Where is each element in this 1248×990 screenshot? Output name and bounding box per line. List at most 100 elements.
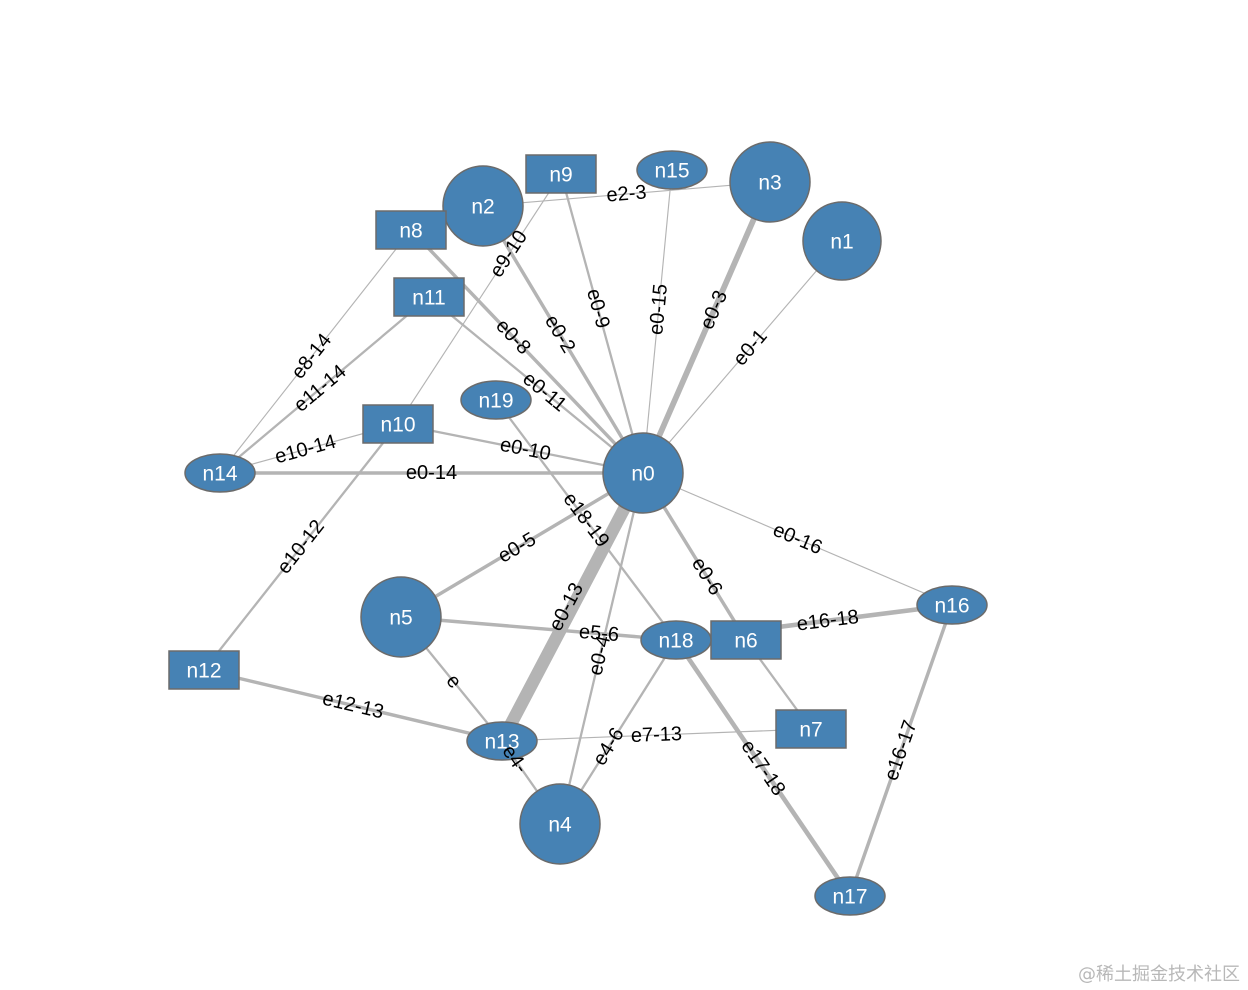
node-label: n13: [484, 731, 519, 754]
node-label: n17: [832, 886, 867, 909]
edge-n0-n13: [496, 470, 649, 744]
node-n0[interactable]: n0: [602, 432, 684, 514]
edge-n17-n18: [674, 638, 852, 898]
node-label: n12: [186, 660, 221, 683]
edge-label: e7-13: [631, 723, 683, 747]
edge-n2-n3: [482, 181, 771, 207]
node-shape-circle: [729, 141, 811, 223]
node-shape-circle: [360, 576, 442, 658]
edge-label: e16-18: [796, 606, 861, 636]
edge-n7-n13: [501, 728, 812, 742]
edge-n18-n19: [495, 399, 677, 641]
edge-label: e5-6: [578, 621, 620, 646]
edge-label: e0-3: [696, 287, 732, 332]
edge-label: e4-6: [589, 724, 629, 770]
node-shape-ellipse: [184, 453, 256, 493]
node-n6[interactable]: n6: [710, 620, 782, 660]
node-n11[interactable]: n11: [393, 277, 465, 317]
node-n2[interactable]: n2: [442, 165, 524, 247]
edge-n16-n17: [848, 604, 954, 897]
watermark: @稀土掘金技术社区: [1078, 964, 1240, 985]
edge-n12-n13: [203, 668, 503, 743]
node-label: n14: [202, 463, 237, 486]
node-n8[interactable]: n8: [375, 210, 447, 250]
node-label: n4: [548, 814, 572, 837]
node-label: n5: [389, 607, 412, 630]
edge-label: e0-6: [687, 554, 727, 600]
edge-n5-n18: [400, 615, 677, 642]
edge-label: e0-1: [729, 325, 772, 370]
edge-label: e0-15: [645, 283, 672, 336]
node-n10[interactable]: n10: [362, 404, 434, 444]
node-n9[interactable]: n9: [525, 154, 597, 194]
node-n13[interactable]: n13: [466, 721, 538, 761]
edge-n0-n16: [642, 472, 953, 606]
node-shape-rect: [393, 277, 465, 317]
edge-n0-n2: [481, 205, 645, 474]
edge-label: e10-14: [272, 431, 338, 469]
node-shape-rect: [362, 404, 434, 444]
node-label: n6: [734, 630, 757, 653]
node-n14[interactable]: n14: [184, 453, 256, 493]
edge-label: e0-9: [582, 286, 614, 330]
node-shape-rect: [168, 650, 240, 690]
edge-n0-n15: [642, 169, 673, 474]
edge-n0-n4: [558, 472, 645, 825]
node-n18[interactable]: n18: [640, 620, 712, 660]
node-label: n18: [658, 630, 693, 653]
node-label: n19: [478, 390, 513, 413]
node-n7[interactable]: n7: [775, 709, 847, 749]
node-layer: n0 n1 n2 n3 n4 n5 n6 n7 n8 n9 n10 n11 n12 n13 n14 n15 n1…: [168, 141, 988, 916]
node-label: n7: [799, 719, 822, 742]
node-n5[interactable]: n5: [360, 576, 442, 658]
edge-label: e12-13: [320, 688, 386, 724]
node-shape-circle: [442, 165, 524, 247]
node-n17[interactable]: n17: [814, 876, 886, 916]
edge-label: e16-17: [880, 717, 921, 783]
node-n16[interactable]: n16: [916, 585, 988, 625]
edge-n0-n5: [400, 471, 644, 619]
edge-n0-n8: [409, 228, 645, 475]
node-n4[interactable]: n4: [519, 783, 601, 865]
edge-label: e0-2: [540, 311, 579, 357]
node-label: n0: [631, 463, 654, 486]
node-shape-rect: [775, 709, 847, 749]
edge-n11-n14: [219, 296, 430, 474]
node-shape-rect: [710, 620, 782, 660]
node-label: n8: [399, 220, 422, 243]
node-n1[interactable]: n1: [802, 201, 882, 281]
node-label: n9: [549, 164, 572, 187]
node-label: n2: [471, 196, 494, 219]
node-label: n11: [412, 287, 445, 310]
node-shape-ellipse: [460, 380, 532, 420]
node-n3[interactable]: n3: [729, 141, 811, 223]
node-shape-ellipse: [636, 150, 708, 190]
edge-n0-n9: [559, 173, 645, 474]
node-shape-circle: [602, 432, 684, 514]
node-label: n10: [380, 414, 415, 437]
node-n19[interactable]: n19: [460, 380, 532, 420]
node-shape-rect: [375, 210, 447, 250]
node-label: n15: [654, 160, 689, 183]
edge-label: e0-14: [406, 462, 457, 484]
node-shape-ellipse: [916, 585, 988, 625]
edge-label: e0-5: [494, 528, 540, 567]
edge-n0-n3: [640, 180, 773, 475]
node-shape-ellipse: [814, 876, 886, 916]
node-shape-circle: [802, 201, 882, 281]
edge-label: e10-12: [273, 516, 329, 579]
node-n12[interactable]: n12: [168, 650, 240, 690]
node-n15[interactable]: n15: [636, 150, 708, 190]
edge-n0-n1: [642, 240, 843, 474]
node-shape-ellipse: [466, 721, 538, 761]
edge-n10-n12: [203, 423, 399, 671]
edge-n9-n10: [397, 173, 562, 425]
node-shape-ellipse: [640, 620, 712, 660]
edge-n8-n14: [219, 229, 412, 474]
node-label: n3: [758, 172, 781, 195]
edge-label: e0-10: [498, 434, 552, 466]
node-label: n16: [934, 595, 969, 618]
node-shape-circle: [519, 783, 601, 865]
edge-label: e2-3: [606, 181, 648, 206]
